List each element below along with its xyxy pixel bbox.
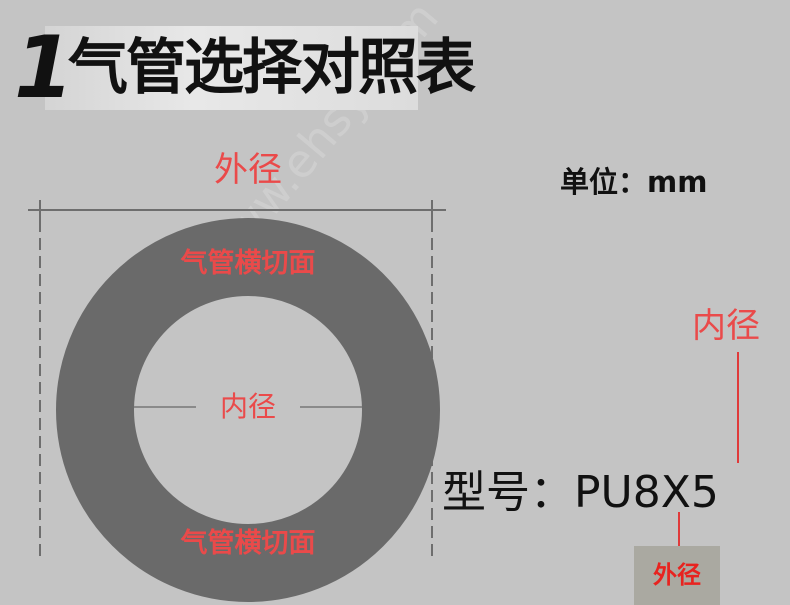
- cross-section-label-bottom: 气管横切面: [180, 528, 316, 559]
- outer-diameter-label: 外径: [214, 150, 282, 190]
- tube-ring: [56, 218, 440, 602]
- model-number: 型号：PU8X5: [442, 467, 719, 518]
- outer-diameter-callout: 外径: [653, 561, 701, 589]
- page-title: 气管选择对照表: [68, 33, 476, 103]
- section-number: 1: [14, 18, 74, 118]
- inner-diameter-callout: 内径: [692, 306, 760, 346]
- inner-diameter-label: 内径: [196, 390, 300, 424]
- unit-label: 单位：mm: [560, 165, 708, 199]
- outer-diameter-callout-box: [634, 546, 720, 605]
- cross-section-label-top: 气管横切面: [180, 248, 316, 279]
- title-banner: [45, 26, 418, 110]
